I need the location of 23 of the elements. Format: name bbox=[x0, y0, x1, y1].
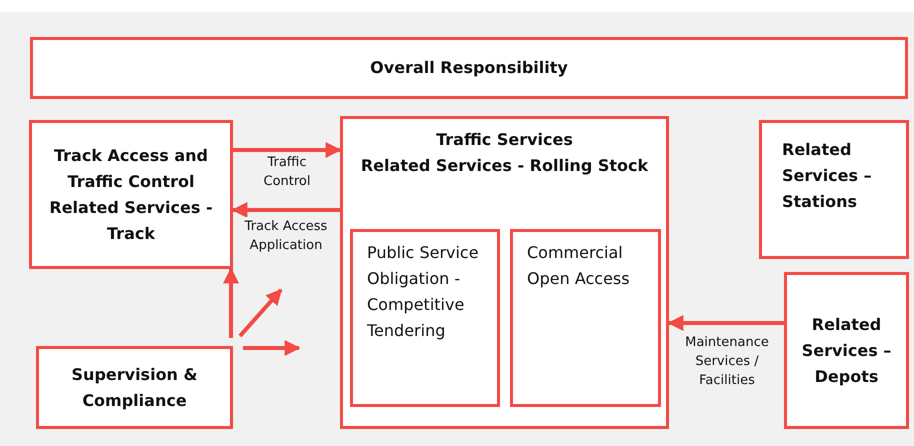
arrow bbox=[238, 288, 282, 338]
org-box bbox=[29, 120, 233, 269]
box-title: Related Services – Stations bbox=[782, 139, 873, 213]
box-title: Supervision & Compliance bbox=[70, 364, 198, 412]
box-title: Overall Responsibility bbox=[369, 57, 569, 79]
arrow bbox=[667, 315, 784, 331]
org-box bbox=[340, 116, 669, 429]
arrow bbox=[233, 142, 342, 158]
org-box bbox=[30, 37, 908, 99]
box-text: Public Service Obligation - Competitive Tendering bbox=[367, 242, 480, 342]
sub-box bbox=[510, 229, 661, 407]
org-box bbox=[759, 120, 909, 259]
box-title: Traffic Services bbox=[435, 129, 574, 151]
box-title: Related Services – Depots bbox=[800, 314, 892, 388]
org-box bbox=[784, 272, 909, 429]
box-title: Track Access and Traffic Control Related Services - Track bbox=[48, 144, 214, 244]
arrow bbox=[223, 267, 239, 338]
sub-box bbox=[350, 229, 500, 407]
arrow bbox=[231, 202, 340, 218]
arrow bbox=[243, 340, 301, 356]
box-text: Commercial Open Access bbox=[527, 242, 631, 290]
org-box bbox=[36, 346, 233, 429]
box-title: Related Services - Rolling Stock bbox=[360, 155, 650, 177]
